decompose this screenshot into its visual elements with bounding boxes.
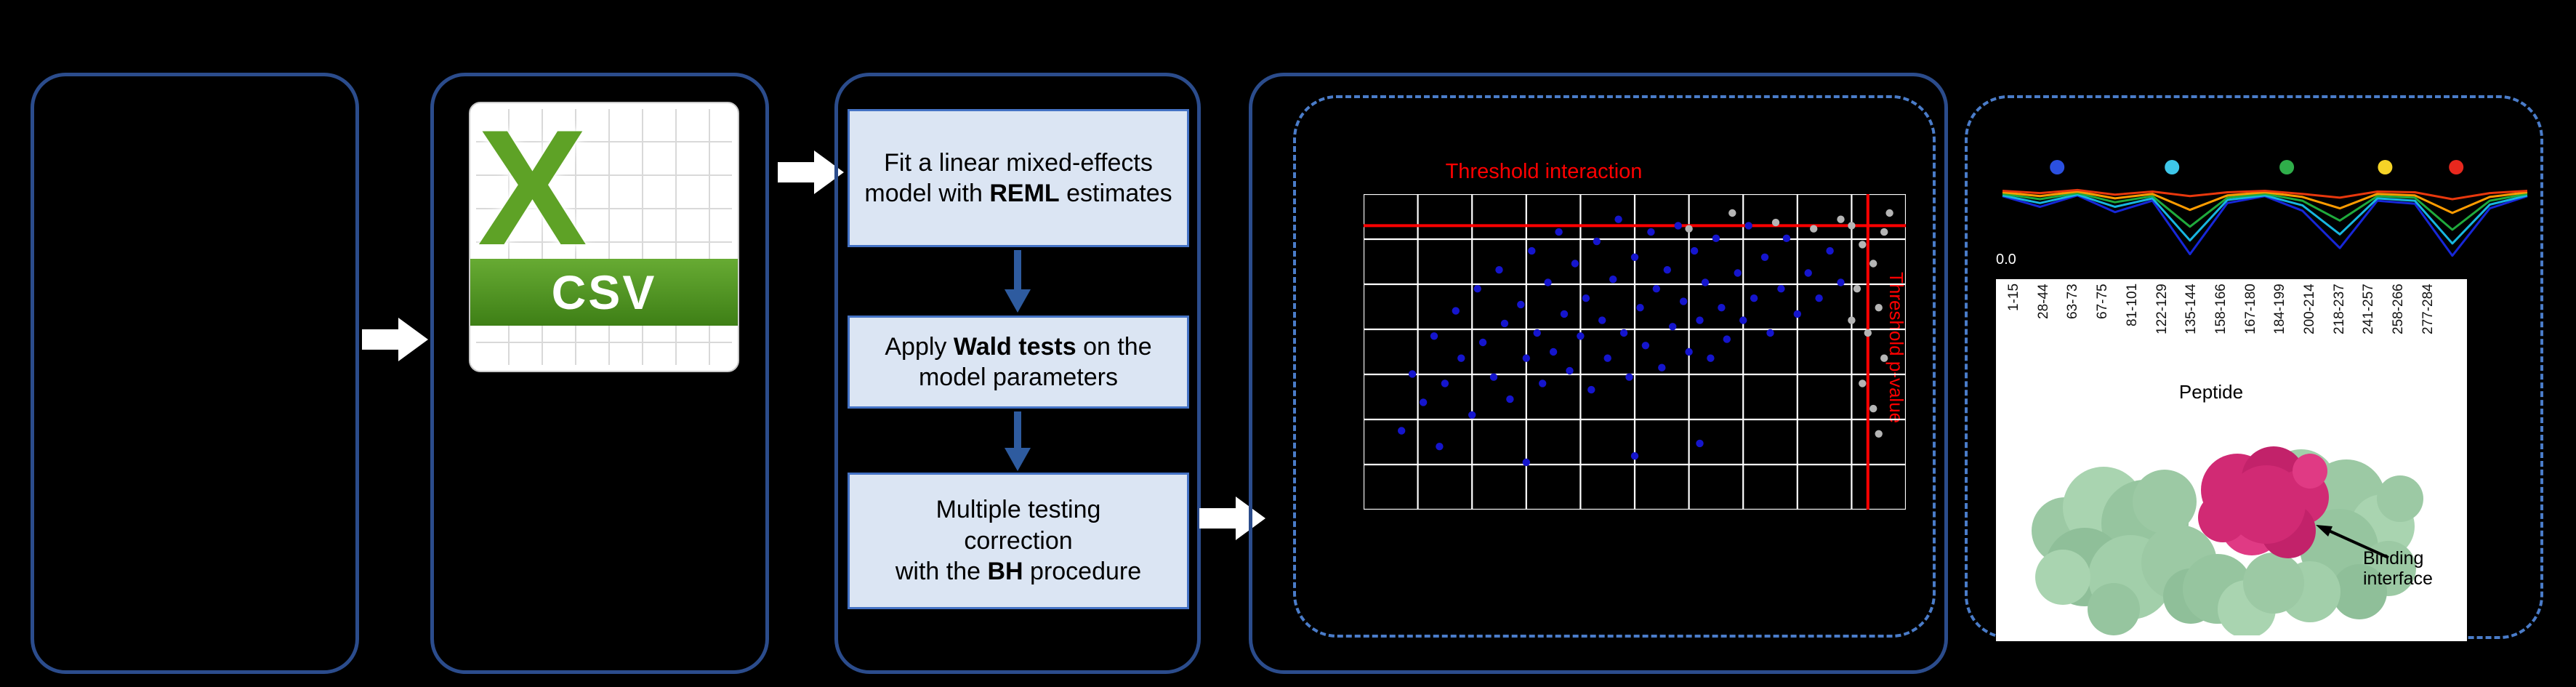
peptide-tick-label: 184-199 (2272, 284, 2288, 334)
peptide-tick-label: 200-214 (2302, 284, 2318, 334)
peptide-tick-label: 1-15 (2006, 284, 2021, 312)
peptide-tick-label: 122-129 (2154, 284, 2170, 334)
step-text: Apply Wald tests on the model parameters (885, 332, 1152, 392)
csv-panel (430, 73, 769, 674)
threshold-interaction-label: Threshold interaction (1445, 160, 1643, 183)
flow-arrow-icon (778, 150, 844, 194)
step-text: Fit a linear mixed-effects model with RE… (864, 148, 1172, 208)
peptide-tick-label: 218-237 (2331, 284, 2347, 334)
protein-structure-image (2032, 446, 2423, 635)
peptide-axis-and-structure: 1-15 28-44 63-73 67-75 81-101 122-129 135-144 1… (1996, 279, 2467, 641)
peptide-tick-label: 63-73 (2065, 284, 2081, 319)
peptide-tick-label: 258-266 (2391, 284, 2407, 334)
down-arrow-icon (1005, 411, 1031, 471)
y-axis-tick-label: 0.0 (1996, 252, 2016, 268)
binding-interface-label-line2: interface (2363, 569, 2433, 589)
annotation-arrow-icon (2316, 525, 2389, 559)
step-box-fit-model: Fit a linear mixed-effects model with RE… (848, 109, 1189, 247)
input-data-panel (31, 73, 359, 674)
binding-interface-label: Binding interface (2363, 548, 2472, 589)
step-text: Multiple testing correction with the BH … (895, 496, 1142, 586)
peptide-tick-label: 241-257 (2361, 284, 2377, 334)
statistics-panel (834, 73, 1201, 674)
down-arrow-icon (1005, 250, 1031, 313)
volcano-dashed-frame (1293, 95, 1936, 638)
peptide-tick-label: 277-284 (2420, 284, 2436, 334)
peptide-profile-line-chart (2002, 160, 2528, 257)
csv-label: CSV (551, 265, 657, 319)
csv-label-band: CSV (470, 259, 738, 326)
peptide-tick-label: 28-44 (2035, 284, 2051, 319)
peptide-tick-label: 135-144 (2183, 284, 2199, 334)
peptide-tick-label: 81-101 (2124, 284, 2140, 327)
flow-arrow-icon (362, 318, 428, 361)
binding-interface-region (2198, 446, 2329, 558)
volcano-scatter-plot (1364, 194, 1906, 510)
step-box-wald-tests: Apply Wald tests on the model parameters (848, 316, 1189, 409)
peptide-tick-label: 67-75 (2095, 284, 2111, 319)
peptide-axis-labels: 1-15 28-44 63-73 67-75 81-101 122-129 135-144 1… (2006, 284, 2436, 378)
peptide-tick-label: 167-180 (2242, 284, 2258, 334)
excel-x-logo: X (478, 102, 587, 279)
peptide-tick-label: 158-166 (2213, 284, 2229, 334)
volcano-results-panel (1249, 73, 1948, 674)
step-box-bh-correction: Multiple testing correction with the BH … (848, 473, 1189, 609)
peptide-axis-title: Peptide (2178, 381, 2244, 403)
csv-file-icon: X CSV (469, 102, 739, 372)
binding-interface-label-line1: Binding (2363, 548, 2424, 569)
